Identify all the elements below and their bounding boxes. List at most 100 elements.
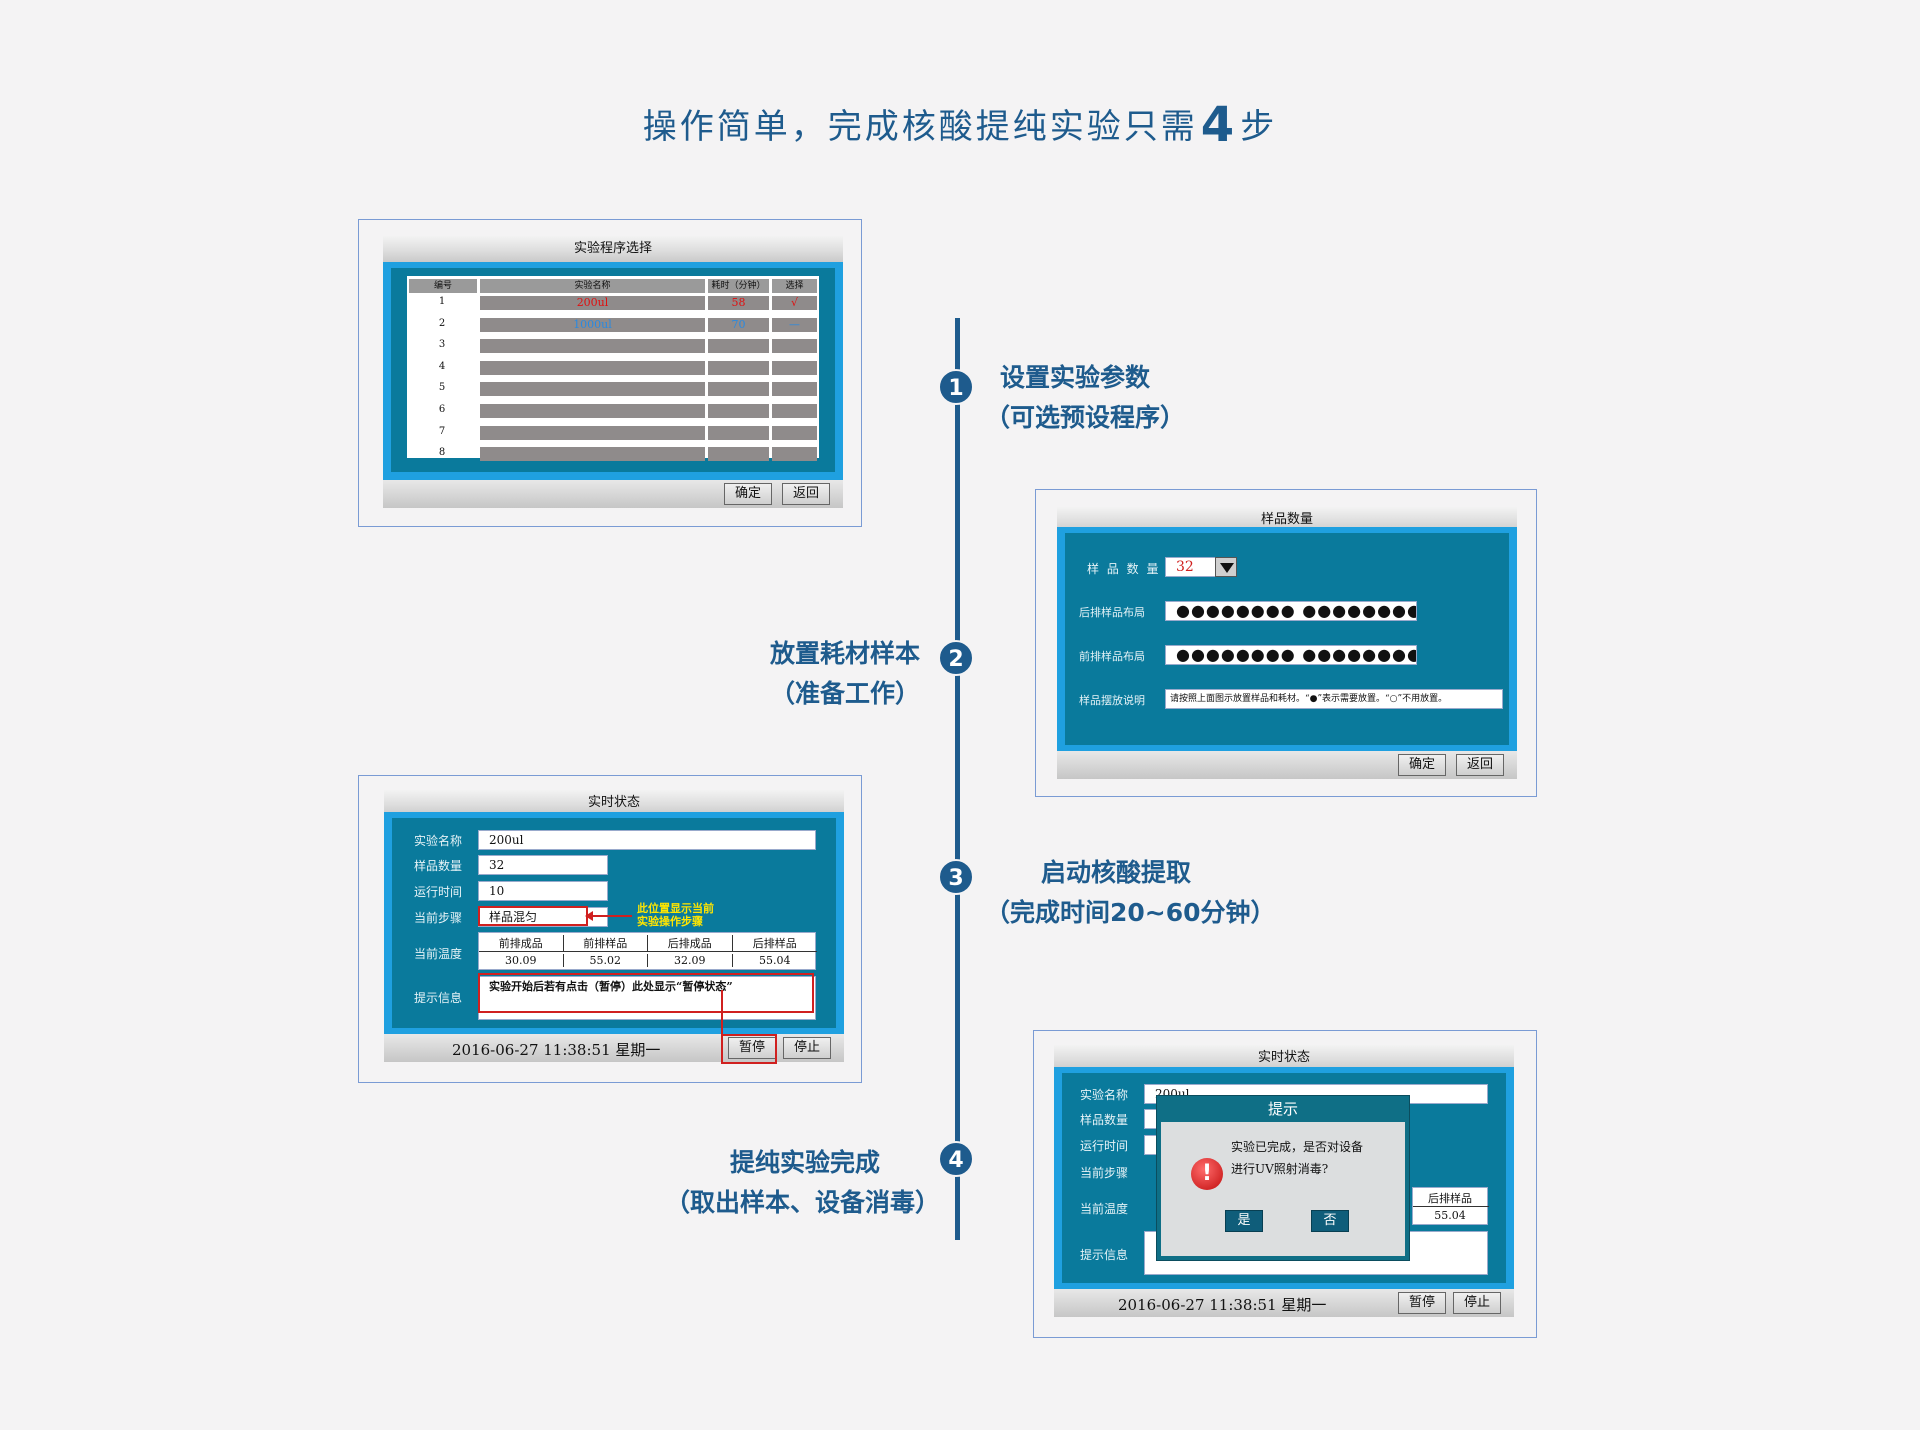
step-highlight-box [478,906,588,926]
count-label: 样 品 数 量 [1087,562,1161,576]
stop-button[interactable]: 停止 [1453,1292,1501,1314]
chevron-down-icon[interactable] [1215,557,1237,577]
row-select-cell[interactable]: √ [772,296,817,310]
runtime-label: 运行时间 [414,885,463,899]
step-3-title: 启动核酸提取 [1041,858,1192,887]
no-button[interactable]: 否 [1311,1210,1349,1232]
panel-body: 样 品 数 量 32 后排样品布局 ●●●●●●●● ●●●●●●●● 前排样品… [1065,533,1509,745]
annotation-line-1: 此位置显示当前 [637,902,714,915]
stop-button[interactable]: 停止 [783,1037,831,1059]
pause-link-line [721,990,723,1038]
front-layout-label: 前排样品布局 [1079,650,1145,663]
front-layout-field: ●●●●●●●● ●●●●●●●● [1165,645,1417,665]
row-select-cell[interactable] [772,404,817,418]
info-highlight-box [478,973,814,1013]
temp-value: 55.02 [564,954,648,967]
screen-complete-frame: 实时状态 实验名称 200ul 样品数量 运行时间 当前步骤 当前温度 后排样品… [1033,1030,1537,1338]
step-label: 当前步骤 [414,911,463,925]
temp-header: 前排成品 [479,935,564,951]
confirm-button[interactable]: 确定 [724,483,772,505]
screen-title: 实时状态 [1054,1045,1514,1071]
row-name-cell [480,404,705,418]
name-label: 实验名称 [414,834,463,848]
screen-title: 实验程序选择 [383,236,843,262]
warning-icon: ! [1191,1158,1223,1190]
back-button[interactable]: 返回 [782,483,830,505]
pause-button[interactable]: 暂停 [1398,1292,1446,1314]
row-name-cell: 1000ul [480,317,705,332]
step-2-title: 放置耗材样本 [769,639,920,668]
yes-button[interactable]: 是 [1225,1210,1263,1232]
row-select-cell[interactable]: — [772,317,817,332]
row-number: 7 [438,425,446,437]
row-time-cell [708,339,769,354]
count-label: 样品数量 [414,859,463,873]
temp-table-visible: 后排样品 55.04 [1412,1187,1489,1225]
row-name-cell [480,382,705,397]
row-select-cell[interactable] [772,360,817,375]
datetime-display: 2016-06-27 11:38:51 星期一 [452,1041,661,1059]
screen-complete: 实时状态 实验名称 200ul 样品数量 运行时间 当前步骤 当前温度 后排样品… [1054,1045,1514,1317]
step-3-subtitle: （完成时间20~60分钟） [985,898,1276,927]
row-select-cell[interactable] [772,339,817,354]
step-4-text: 提纯实验完成 （取出样本、设备消毒） [640,1143,940,1223]
bottom-bar: 确定 返回 [383,480,843,508]
name-label: 实验名称 [1080,1088,1129,1102]
back-button[interactable]: 返回 [1456,754,1504,776]
pause-highlight-box [721,1034,777,1064]
step-2-subtitle: （准备工作） [769,679,920,708]
annotation-line-2: 实验操作步骤 [637,915,703,928]
info-label: 提示信息 [414,991,463,1005]
count-label: 样品数量 [1080,1113,1129,1127]
step-3-text: 启动核酸提取 （完成时间20~60分钟） [985,853,1276,933]
row-time-cell [708,425,769,440]
temp-label: 当前温度 [1080,1202,1129,1216]
runtime-field: 10 [478,881,608,901]
datetime-display: 2016-06-27 11:38:51 星期一 [1118,1296,1327,1314]
row-name-cell [480,447,705,462]
annotation-arrowhead [585,911,593,921]
runtime-label: 运行时间 [1080,1139,1129,1153]
row-time-cell [708,404,769,418]
row-select-cell[interactable] [772,425,817,440]
rear-layout-label: 后排样品布局 [1079,606,1145,619]
row-time-cell: 58 [708,296,769,310]
step-4-subtitle: （取出样本、设备消毒） [664,1188,940,1217]
step-1-title: 设置实验参数 [1000,363,1151,392]
screen-title: 实时状态 [384,790,844,816]
pause-button[interactable]: 暂停 [728,1037,776,1059]
row-select-cell[interactable] [772,447,817,462]
row-name-cell [480,360,705,375]
screen-realtime-status: 实时状态 实验名称 200ul 样品数量 32 运行时间 10 当前步骤 样品混… [384,790,844,1064]
dialog-body: ! 实验已完成，是否对设备 进行UV照射消毒? 是 否 [1161,1122,1405,1256]
timeline-line [955,318,960,1240]
row-name-cell: 200ul [480,296,705,310]
count-field: 32 [478,855,608,875]
step-label: 当前步骤 [1080,1166,1129,1180]
row-time-cell [708,382,769,397]
row-number: 6 [438,404,446,415]
row-number: 4 [438,360,446,372]
row-name-cell [480,425,705,440]
header-time: 耗时（分钟） [708,279,769,293]
bottom-band [0,1430,1920,1447]
row-select-cell[interactable] [772,382,817,397]
uv-dialog: 提示 ! 实验已完成，是否对设备 进行UV照射消毒? 是 否 [1156,1095,1410,1261]
header-num: 编号 [409,279,477,293]
temp-header: 后排样品 [1428,1192,1472,1205]
header-select: 选择 [772,279,817,293]
confirm-button[interactable]: 确定 [1398,754,1446,776]
step-1-text: 设置实验参数 （可选预设程序） [985,358,1185,438]
temp-value: 55.04 [1434,1209,1466,1222]
dialog-line-1: 实验已完成，是否对设备 [1231,1140,1364,1154]
count-field[interactable]: 32 [1165,557,1217,577]
page-headline: 操作简单，完成核酸提纯实验只需4步 [0,98,1920,154]
temp-divider [479,951,817,952]
step-2-text: 放置耗材样本 （准备工作） [720,634,920,714]
